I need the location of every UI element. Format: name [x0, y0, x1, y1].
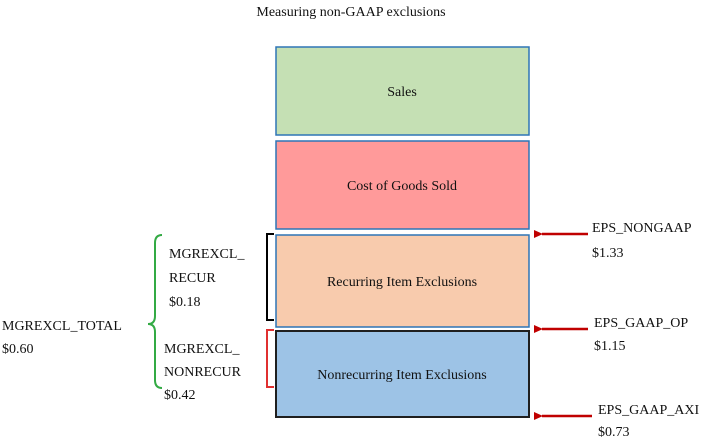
nonrecur-bracket [266, 329, 274, 388]
recur-bracket [266, 233, 274, 321]
nonrecurring-box [275, 330, 530, 418]
recurring-label: Recurring Item Exclusions [327, 275, 477, 290]
eps-nongaap-label: EPS_NONGAAP [592, 221, 692, 236]
recur-label-line1: MGREXCL_ [169, 247, 245, 262]
eps-gaap-op-label: EPS_GAAP_OP [594, 316, 688, 331]
nonrecur-label-line2: NONRECUR [164, 365, 242, 380]
recur-label-line2: RECUR [169, 271, 216, 286]
total-brace [147, 234, 163, 389]
cogs-label: Cost of Goods Sold [347, 179, 457, 194]
eps-gaap-op-value: $1.15 [594, 339, 626, 354]
total-value: $0.60 [2, 342, 34, 357]
total-label: MGREXCL_TOTAL [2, 319, 122, 334]
cogs-box [275, 140, 530, 230]
eps-gaap-ax-value: $0.73 [598, 425, 630, 437]
nonrecur-value: $0.42 [164, 388, 196, 403]
sales-label: Sales [387, 85, 417, 100]
diagram-title: Measuring non-GAAP exclusions [256, 5, 445, 20]
recurring-box [275, 234, 530, 328]
nonrecur-label-line1: MGREXCL_ [164, 342, 240, 357]
recur-value: $0.18 [169, 295, 201, 310]
eps-gaap-ax-label: EPS_GAAP_AXI [598, 403, 699, 418]
eps-nongaap-value: $1.33 [592, 246, 624, 261]
sales-box [275, 46, 530, 136]
nonrecurring-label: Nonrecurring Item Exclusions [317, 368, 487, 383]
